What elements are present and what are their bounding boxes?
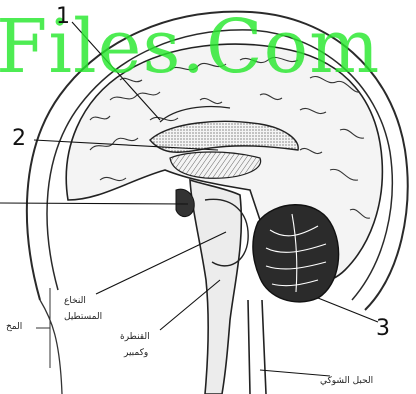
arabic-label-brain: المخ [6, 322, 22, 332]
arabic-label-spinal-cord: الحبل الشوكي [320, 376, 373, 386]
brainstem [190, 180, 241, 394]
arabic-label-pons-1: القنطرة [120, 332, 150, 342]
leader-line-left [0, 203, 188, 204]
arabic-label-medulla-1: النخاع [64, 296, 86, 306]
label-3: 3 [376, 318, 390, 340]
arabic-label-medulla-2: المستطيل [64, 312, 102, 322]
spinal-cord [248, 300, 266, 394]
label-2: 2 [12, 128, 26, 150]
leader-line-3 [318, 298, 378, 322]
label-1: 1 [56, 6, 70, 28]
arabic-label-pons-2: وكمبير [124, 348, 148, 358]
face-outline [40, 300, 62, 394]
annotation-bracket [36, 288, 50, 368]
